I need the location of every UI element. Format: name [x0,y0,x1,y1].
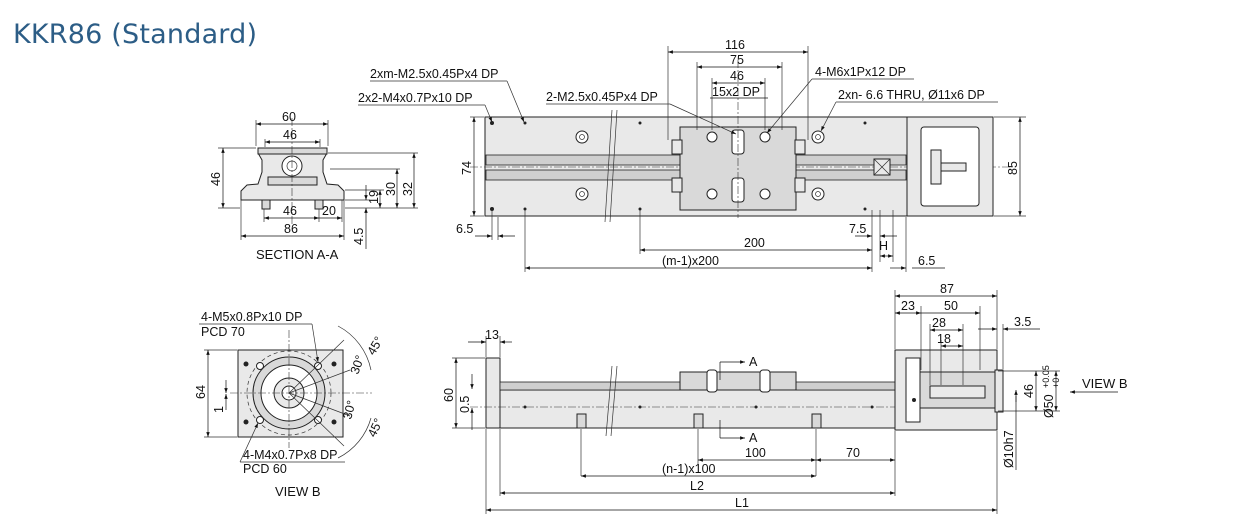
callout-tap-m: 2xm-M2.5x0.45Px4 DP [370,67,499,81]
dim-section-4-5-label: 4.5 [352,228,366,245]
view-b-arrow-label: VIEW B [1082,376,1128,391]
top-view: 116 75 46 15x2 DP 74 85 6.5 [358,38,1026,272]
section-foot-left [261,199,271,210]
dim-top-15x2-label: 15x2 DP [712,85,760,99]
dim-side-l2-label: L2 [690,479,704,493]
dim-top-h-label: H [879,239,888,253]
section-a-top: A [749,355,758,369]
callout-tap-2x2: 2x2-M4x0.7Px10 DP [358,91,473,105]
dim-top-6-5b-label: 6.5 [918,254,935,268]
dim-side-n1x100-label: (n-1)x100 [662,462,716,476]
callout-tap-4: 4-M6x1Px12 DP [815,65,906,79]
section-rail [267,176,318,186]
dim-side-23-label: 23 [901,299,915,313]
dim-side-60-label: 60 [442,388,456,402]
side-view: A A 13 60 0.5 87 23 [442,282,1128,514]
dim-side-100-label: 100 [745,446,766,460]
dim-side-46-label: 46 [1022,384,1036,398]
dim-section-46b-label: 46 [283,204,297,218]
dim-side-13-label: 13 [485,328,499,342]
dim-section-30-label: 30 [384,182,398,196]
dim-side-d10h7-label: Ø10h7 [1002,430,1016,468]
dim-section-32-label: 32 [401,182,415,196]
dim-section-20-label: 20 [322,204,336,218]
dim-side-d50-tol-up: +0.05 [1041,365,1051,388]
dim-top-85-label: 85 [1006,161,1020,175]
section-a-bottom: A [749,431,758,445]
dim-section-46a-label: 46 [283,128,297,142]
dim-viewb-30a: 30° [348,353,368,376]
dim-side-18-label: 18 [937,332,951,346]
dim-section-86-label: 86 [284,222,298,236]
dim-section-19-label: 19 [367,190,381,204]
callout-viewb-pcd2: PCD 60 [243,462,287,476]
dim-viewb-45a: 45° [364,334,386,357]
view-b-caption: VIEW B [275,484,321,499]
dim-viewb-1-label: 1 [212,406,226,413]
dim-side-l1-label: L1 [735,496,749,510]
callout-tap-2: 2-M2.5x0.45Px4 DP [546,90,658,104]
side-end-plate [485,357,501,429]
dim-viewb-45b: 45° [365,416,386,439]
section-carriage-top [257,147,328,155]
dim-top-6-5a-label: 6.5 [456,222,473,236]
dim-section-46h-label: 46 [209,172,223,186]
section-aa-caption: SECTION A-A [256,247,339,262]
callout-viewb-tap1: 4-M5x0.8Px10 DP [201,310,302,324]
callout-viewb-tap2: 4-M4x0.7Px8 DP [243,448,337,462]
dim-viewb-30b: 30° [340,399,358,421]
dim-viewb-64-label: 64 [194,385,208,399]
callout-thru: 2xn- 6.6 THRU, Ø11x6 DP [838,88,985,102]
dim-side-70-label: 70 [846,446,860,460]
dim-side-d50-label: Ø50 [1042,394,1056,418]
dim-top-m1x200-label: (m-1)x200 [662,254,719,268]
top-mount-holes [490,121,867,211]
page-title: KKR86 (Standard) [13,19,258,50]
dim-side-50-label: 50 [944,299,958,313]
dim-top-75-label: 75 [730,53,744,67]
section-aa-view: 60 46 46 46 20 86 [209,110,418,262]
dim-top-7-5-label: 7.5 [849,222,866,236]
dim-section-60-label: 60 [282,110,296,124]
dim-side-d50-tol-dn: +0 [1051,378,1061,388]
dim-side-3-5-label: 3.5 [1014,315,1031,329]
callout-viewb-pcd1: PCD 70 [201,325,245,339]
view-b: 45° 30° 30° 45° 64 1 4-M5x0.8Px10 DP PCD… [194,310,386,499]
dim-side-0-5-label: 0.5 [458,396,472,413]
side-mount-feet [576,413,822,429]
dim-side-28-label: 28 [932,316,946,330]
dim-top-116-label: 116 [725,38,745,52]
dim-top-200-label: 200 [744,236,765,250]
dim-side-87-label: 87 [940,282,954,296]
dim-top-74-label: 74 [460,161,474,175]
side-carriage [679,371,797,391]
dim-top-46-label: 46 [730,69,744,83]
